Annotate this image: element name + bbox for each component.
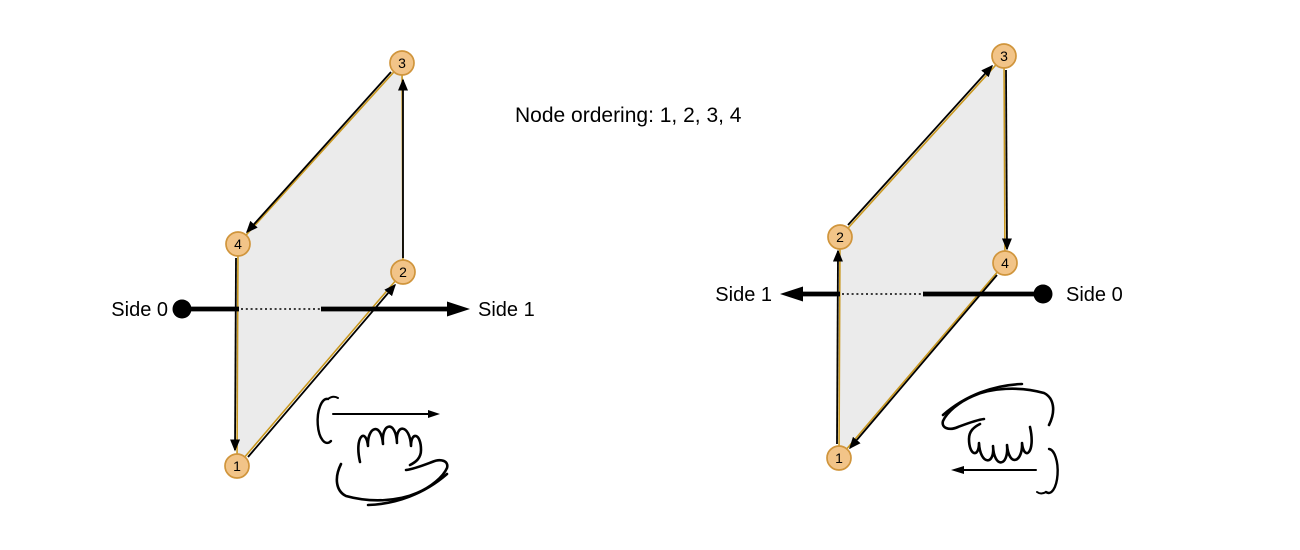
figure-title: Node ordering: 1, 2, 3, 4 [515, 104, 742, 127]
left-element-diagram: Side 0 Side 1 1 2 3 4 [111, 50, 535, 507]
side-axis: Side 1 Side 0 [715, 284, 1122, 306]
node-circle [992, 250, 1018, 276]
axis-arrowhead-icon [447, 301, 470, 317]
edge-arrow-4-1 [849, 274, 998, 450]
axis-direction-arrowhead-icon [428, 410, 440, 418]
axis-origin-dot [1033, 284, 1053, 304]
side-axis: Side 0 Side 1 [111, 299, 534, 321]
node-circle [389, 50, 415, 76]
node-4: 4 [992, 250, 1018, 276]
side0-label: Side 0 [111, 299, 168, 321]
node-circle [225, 231, 251, 257]
node-circle [991, 43, 1017, 69]
palm-thumb-outline [335, 458, 449, 502]
side1-label: Side 1 [715, 284, 772, 306]
node-1: 1 [224, 453, 250, 479]
edge-arrow-3-4 [1001, 69, 1012, 251]
node-label: 1 [233, 458, 241, 474]
edge-arrow-4-1 [230, 257, 241, 452]
edge-arrow-2-3 [847, 64, 994, 226]
node-label: 3 [398, 55, 406, 71]
node-label: 2 [399, 264, 407, 280]
node-label: 4 [1001, 255, 1009, 271]
rotation-ellipse-tip [1036, 491, 1047, 495]
node-label: 1 [835, 450, 843, 466]
node-circle [390, 259, 416, 285]
node-circle [826, 445, 852, 471]
node-2: 2 [390, 259, 416, 285]
node-4: 4 [225, 231, 251, 257]
palm-thumb-outline [941, 387, 1055, 431]
axis-direction-arrowhead-icon [951, 466, 964, 474]
wrist-outline [941, 382, 1024, 417]
quad-face [838, 53, 1006, 461]
node-3: 3 [389, 50, 415, 76]
wrist-outline [366, 472, 449, 507]
edge-arrow-1-2 [247, 283, 396, 458]
node-circle [224, 453, 250, 479]
rotation-ellipse-tip [327, 395, 339, 400]
axis-arrowhead-icon [780, 286, 803, 302]
side1-label: Side 1 [478, 299, 535, 321]
edge-arrow-1-2 [832, 249, 843, 445]
rotation-ellipse-icon [316, 397, 333, 445]
right-hand-rule-thumb-right-icon [316, 395, 449, 507]
right-hand-rule-thumb-left-icon [941, 382, 1059, 495]
rotation-ellipse-icon [1044, 447, 1059, 495]
node-label: 2 [836, 229, 844, 245]
node-label: 4 [234, 236, 242, 252]
side0-label: Side 0 [1066, 284, 1123, 306]
node-label: 3 [1000, 48, 1008, 64]
curled-fist-icon [335, 425, 449, 507]
edge-arrow-3-4 [245, 71, 392, 234]
node-circle [827, 224, 853, 250]
curled-fingers [357, 425, 423, 467]
right-element-diagram: Side 1 Side 0 1 2 3 4 [715, 43, 1123, 495]
axis-origin-dot [172, 299, 192, 319]
node-1: 1 [826, 445, 852, 471]
node-2: 2 [827, 224, 853, 250]
node-3: 3 [991, 43, 1017, 69]
curled-fist-icon [941, 382, 1055, 464]
curled-fingers [967, 422, 1033, 464]
